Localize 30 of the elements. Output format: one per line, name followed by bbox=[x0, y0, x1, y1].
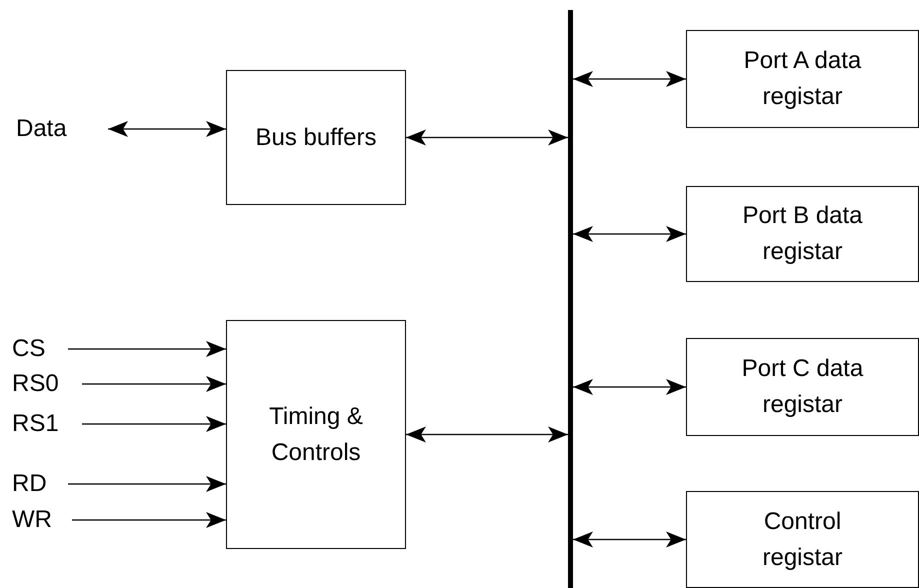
signal-label: RS0 bbox=[12, 370, 62, 398]
signal-label: CS bbox=[12, 335, 48, 363]
block-label: Port A data registar bbox=[742, 46, 862, 112]
block-box bbox=[226, 70, 406, 205]
arrow bbox=[108, 121, 226, 137]
arrow bbox=[82, 376, 226, 392]
block-label: Control registar bbox=[761, 506, 844, 572]
arrow bbox=[82, 416, 226, 432]
arrow bbox=[68, 476, 226, 492]
arrow bbox=[68, 341, 226, 357]
block-box bbox=[686, 30, 919, 128]
arrow bbox=[406, 426, 568, 442]
arrow bbox=[72, 512, 226, 528]
block-label: Port C data registar bbox=[740, 354, 864, 420]
arrow bbox=[573, 71, 686, 87]
signal-label: RD bbox=[12, 470, 48, 498]
block-label: Timing & Controls bbox=[268, 402, 364, 468]
block-box bbox=[686, 491, 919, 588]
arrow bbox=[406, 130, 568, 146]
signal-label: RS1 bbox=[12, 410, 62, 438]
block-box bbox=[686, 186, 919, 282]
arrow bbox=[573, 532, 686, 548]
signal-label: WR bbox=[12, 506, 52, 534]
signal-label: Data bbox=[16, 115, 88, 143]
block-label: Bus buffers bbox=[254, 122, 378, 152]
block-box bbox=[686, 338, 919, 436]
arrow bbox=[573, 379, 686, 395]
arrow bbox=[573, 226, 686, 242]
block-label: Port B data registar bbox=[741, 201, 864, 267]
block-box bbox=[226, 320, 406, 549]
